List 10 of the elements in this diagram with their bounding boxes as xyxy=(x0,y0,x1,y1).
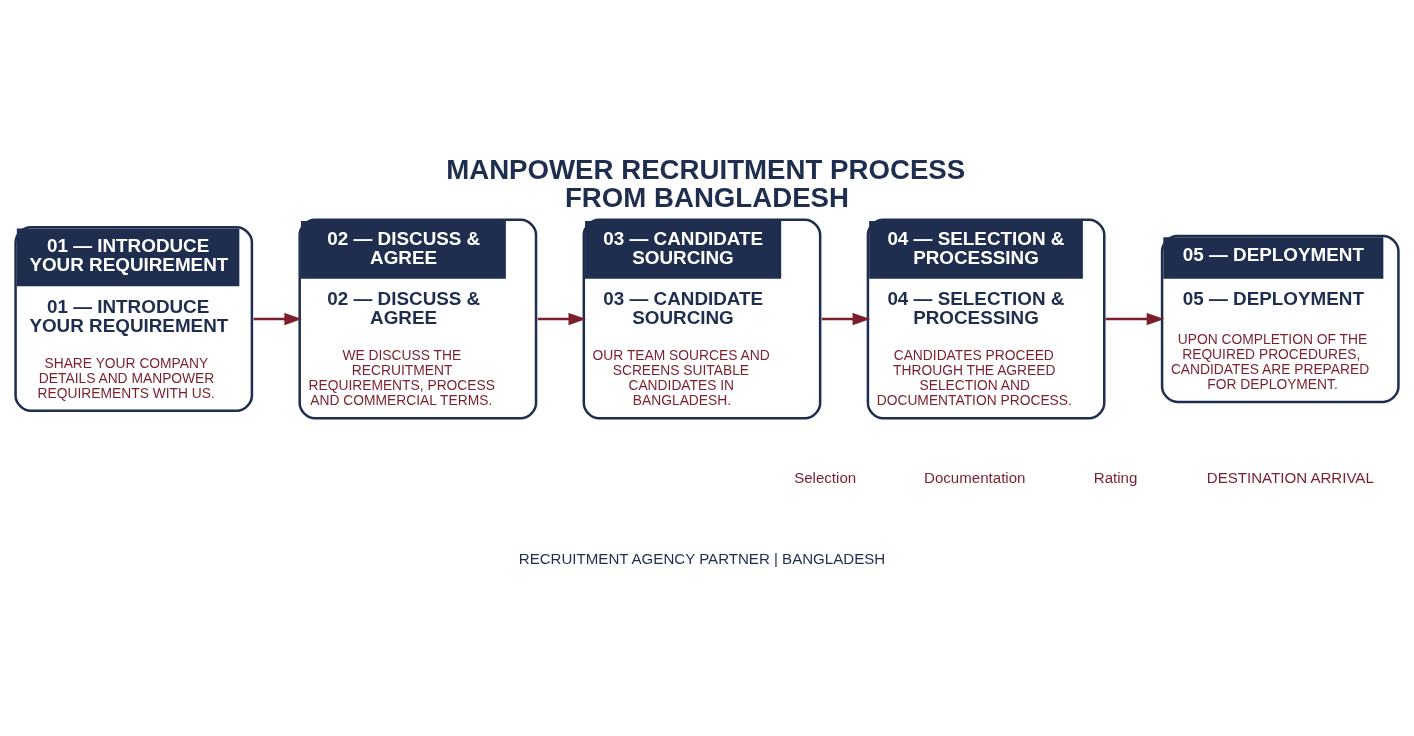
label: Rating xyxy=(1093,468,1138,486)
label: Documentation xyxy=(924,468,1026,486)
diagram-title: MANPOWER RECRUITMENT PROCESS FROM BANGLADESH xyxy=(446,153,966,213)
arrow xyxy=(821,312,871,326)
label: Selection xyxy=(794,468,857,486)
caption: RECRUITMENT AGENCY PARTNER | BANGLADESH xyxy=(518,550,886,568)
arrow xyxy=(253,312,302,326)
arrow xyxy=(1105,312,1165,326)
label: DESTINATION ARRIVAL xyxy=(1206,468,1374,486)
arrow xyxy=(537,312,587,326)
